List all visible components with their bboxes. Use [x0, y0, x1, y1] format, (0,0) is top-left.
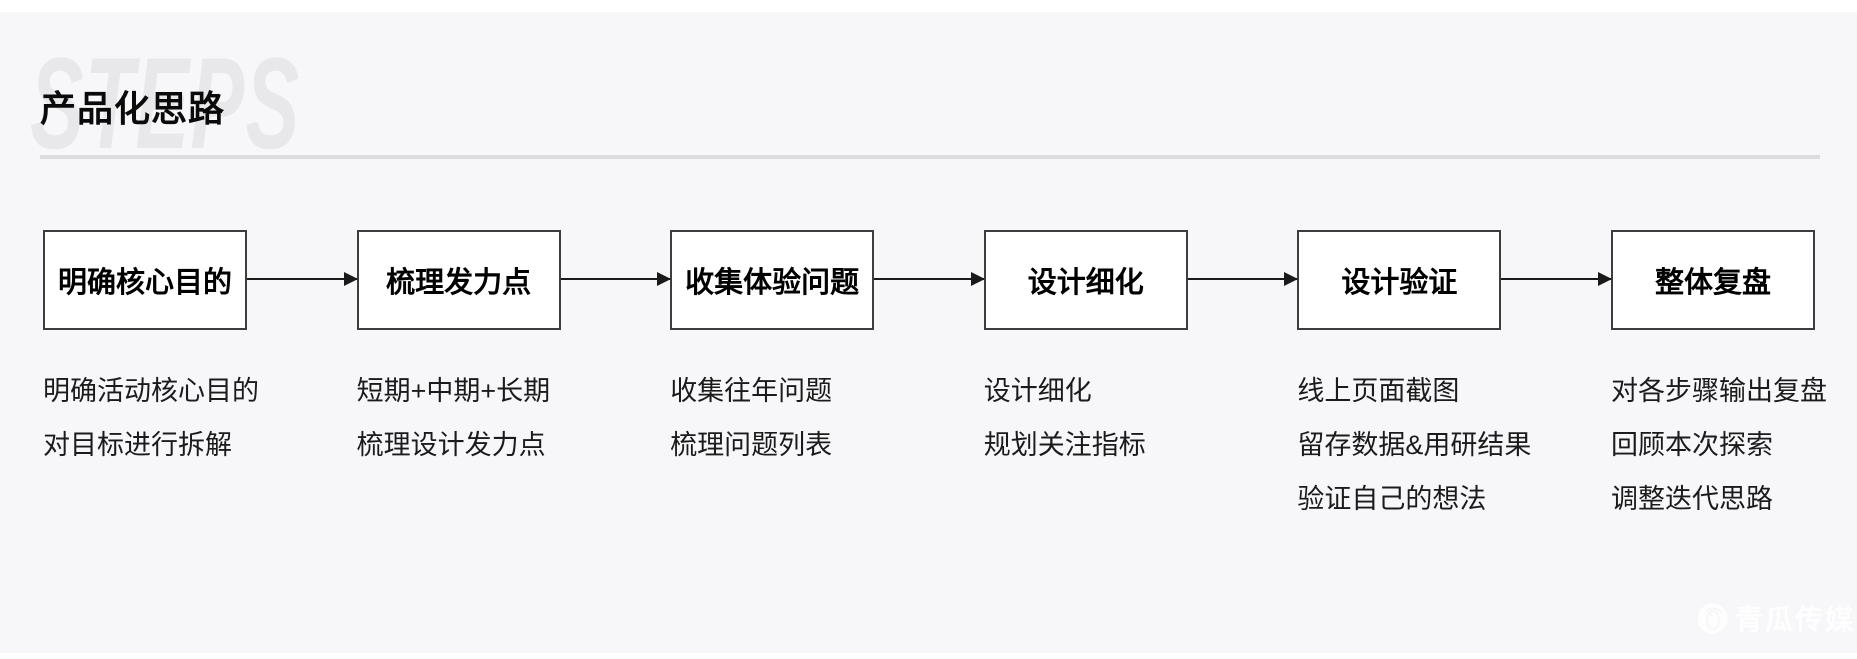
slide-background: [0, 12, 1857, 653]
brand-watermark-text: 青瓜传媒: [1735, 604, 1856, 635]
note: 验证自己的想法: [1297, 484, 1487, 514]
note: 短期+中期+长期: [356, 376, 551, 406]
flow-arrow-1: [247, 272, 358, 286]
note: 线上页面截图: [1297, 376, 1460, 406]
flow-arrow-5: [1501, 272, 1612, 286]
brand-logo-icon: [1697, 603, 1728, 634]
arrow-right-icon: [343, 272, 358, 286]
flow-step-4: 设计细化 设计细化 规划关注指标: [983, 230, 1188, 472]
flow-step-3: 收集体验问题 收集往年问题 梳理问题列表: [670, 230, 875, 472]
note: 明确活动核心目的: [43, 376, 259, 406]
flow-node-5-label: 设计验证: [1341, 267, 1458, 299]
note: 留存数据&用研结果: [1297, 430, 1532, 460]
flow-step-3-notes: 收集往年问题 梳理问题列表: [670, 364, 874, 472]
flow-arrow-2: [560, 272, 672, 286]
page-title: 产品化思路: [40, 88, 226, 129]
note: 梳理问题列表: [670, 430, 833, 460]
flow-node-4: 设计细化: [983, 230, 1188, 330]
arrow-right-icon: [657, 272, 672, 286]
flow-step-4-notes: 设计细化 规划关注指标: [984, 364, 1188, 472]
flow-step-1-notes: 明确活动核心目的 对目标进行拆解: [43, 364, 259, 472]
flow-node-1: 明确核心目的: [43, 230, 247, 330]
flow-arrow-4: [1187, 272, 1299, 286]
note: 调整迭代思路: [1610, 484, 1773, 514]
flow-arrow-3: [874, 272, 985, 286]
flow-step-6: 整体复盘 对各步骤输出复盘 回顾本次探索 调整迭代思路: [1610, 230, 1827, 526]
flow-node-6: 整体复盘: [1610, 230, 1815, 330]
flow-step-6-notes: 对各步骤输出复盘 回顾本次探索 调整迭代思路: [1610, 364, 1827, 526]
brand-watermark: 青瓜传媒: [1697, 598, 1855, 638]
arrow-right-icon: [1284, 272, 1299, 286]
flow-step-2-notes: 短期+中期+长期 梳理设计发力点: [357, 364, 561, 472]
arrow-right-icon: [970, 272, 985, 286]
title-divider: [40, 155, 1820, 159]
note: 回顾本次探索: [1610, 430, 1773, 460]
flow-node-4-label: 设计细化: [1027, 267, 1144, 299]
flow-node-3: 收集体验问题: [670, 230, 875, 330]
note: 规划关注指标: [983, 430, 1146, 460]
note: 对各步骤输出复盘: [1610, 376, 1827, 406]
flow-node-6-label: 整体复盘: [1654, 267, 1771, 299]
note: 对目标进行拆解: [43, 430, 232, 460]
flowchart: 明确核心目的 明确活动核心目的 对目标进行拆解 梳理发力点 短期+中期+长期 梳…: [43, 230, 1827, 526]
flow-step-5: 设计验证 线上页面截图 留存数据&用研结果 验证自己的想法: [1297, 230, 1532, 526]
flow-node-2: 梳理发力点: [356, 230, 561, 330]
note: 梳理设计发力点: [356, 430, 546, 460]
note: 设计细化: [983, 376, 1092, 406]
flow-step-1: 明确核心目的 明确活动核心目的 对目标进行拆解: [43, 230, 259, 472]
background-watermark-text: STEPS: [30, 30, 301, 176]
note: 收集往年问题: [670, 376, 833, 406]
flow-node-1-label: 明确核心目的: [57, 267, 232, 299]
flow-node-5: 设计验证: [1297, 230, 1502, 330]
flow-node-2-label: 梳理发力点: [386, 267, 532, 299]
flow-step-2: 梳理发力点 短期+中期+长期 梳理设计发力点: [356, 230, 561, 472]
arrow-right-icon: [1597, 272, 1612, 286]
flow-step-5-notes: 线上页面截图 留存数据&用研结果 验证自己的想法: [1297, 364, 1532, 526]
flow-node-3-label: 收集体验问题: [685, 267, 860, 299]
